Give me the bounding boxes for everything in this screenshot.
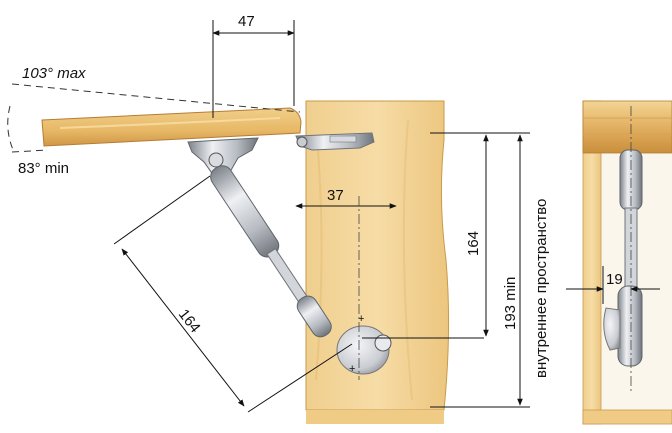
- lid-bracket: [187, 137, 259, 177]
- dimension-strut-length-label: 164: [175, 306, 204, 336]
- dimension-min-height: [430, 134, 530, 408]
- dimension-strut-length: [113, 175, 353, 413]
- swing-arc: [7, 83, 301, 153]
- inner-space-label: внутреннее пространство: [533, 199, 550, 378]
- dimension-top-offset-label: 47: [238, 13, 255, 30]
- dimension-mount-offset-label: 37: [327, 187, 344, 204]
- dimension-top-offset: [212, 20, 295, 118]
- angle-min-label: 83° min: [18, 160, 69, 177]
- cabinet-side-panel: [305, 100, 450, 424]
- gas-strut: [210, 165, 332, 338]
- dimension-inner-height: [430, 132, 530, 337]
- lid-hinge: [295, 132, 375, 151]
- dimension-side-offset: [566, 106, 660, 394]
- dimension-min-height-label: 193 min: [502, 277, 519, 330]
- cabinet-lid: [41, 107, 302, 147]
- svg-text:+: +: [358, 313, 364, 325]
- dimension-side-offset-label: 19: [606, 271, 623, 288]
- dimension-inner-height-label: 164: [465, 231, 482, 256]
- dimension-mount-offset: [295, 196, 484, 380]
- side-view-cabinet: [582, 100, 672, 425]
- svg-text:+: +: [349, 363, 355, 375]
- angle-max-label: 103° max: [22, 65, 86, 82]
